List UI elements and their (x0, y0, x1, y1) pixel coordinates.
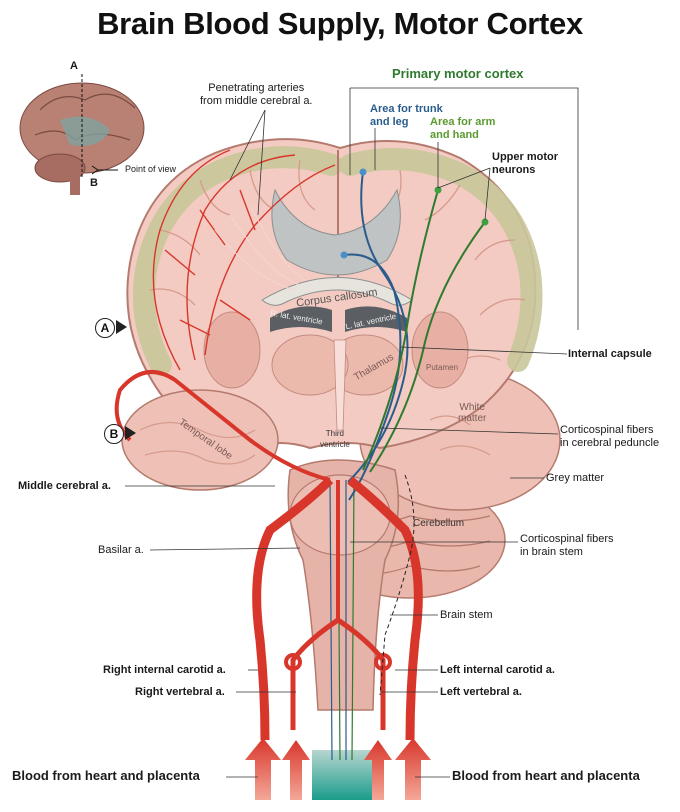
inset-marker-a: A (70, 60, 78, 72)
l-lat-ventricle-shape (345, 306, 407, 332)
cerebellum-label: Cerebellum (413, 518, 465, 529)
middle-cerebral-label: Middle cerebral a. (18, 480, 111, 492)
left-internal-carotid-label: Left internal carotid a. (440, 664, 555, 676)
basilar-label: Basilar a. (98, 544, 144, 556)
brain-stem-label: Brain stem (440, 609, 493, 621)
point-of-view-label: Point of view (125, 164, 177, 174)
right-internal-carotid-vessel (252, 476, 334, 741)
penetrating-arteries (152, 149, 336, 371)
marker-b-arrow-icon (125, 426, 136, 440)
thalamus-left-shape (271, 334, 349, 396)
putamen-left-shape (203, 311, 261, 389)
page-title: Brain Blood Supply, Motor Cortex (97, 6, 583, 41)
upper-motor-neuron-dots (340, 168, 489, 259)
right-internal-carotid-label: Right internal carotid a. (103, 664, 226, 676)
blood-from-heart-right-label: Blood from heart and placenta (452, 768, 640, 783)
putamen-shape (411, 311, 469, 389)
grey-matter-label: Grey matter (546, 472, 605, 484)
penetrating-arteries-pale (214, 204, 306, 291)
right-vertebral-vessel (290, 617, 340, 730)
section-marker-a: A (95, 318, 115, 338)
internal-capsule-label: Internal capsule (568, 348, 652, 360)
marker-a-arrow-icon (116, 320, 127, 334)
blood-from-heart-left-label: Blood from heart and placenta (12, 768, 200, 783)
spinal-cord (312, 750, 372, 800)
motor-pathways (343, 171, 486, 501)
inset-marker-b: B (90, 177, 98, 189)
cortex-band-right (339, 148, 543, 372)
middle-cerebral-artery (114, 370, 331, 482)
section-marker-b: B (104, 424, 124, 444)
inset-brain (19, 74, 145, 195)
left-internal-carotid-vessel (347, 476, 423, 741)
leader-lines (125, 87, 579, 778)
right-vertebral-label: Right vertebral a. (135, 686, 225, 698)
putamen-label: Putamen (426, 363, 459, 372)
primary-motor-cortex-label: Primary motor cortex (392, 66, 524, 81)
left-vertebral-label: Left vertebral a. (440, 686, 522, 698)
blood-flow-arrows (245, 738, 431, 800)
medial-grey (271, 188, 401, 276)
r-lat-ventricle-shape (270, 306, 332, 332)
